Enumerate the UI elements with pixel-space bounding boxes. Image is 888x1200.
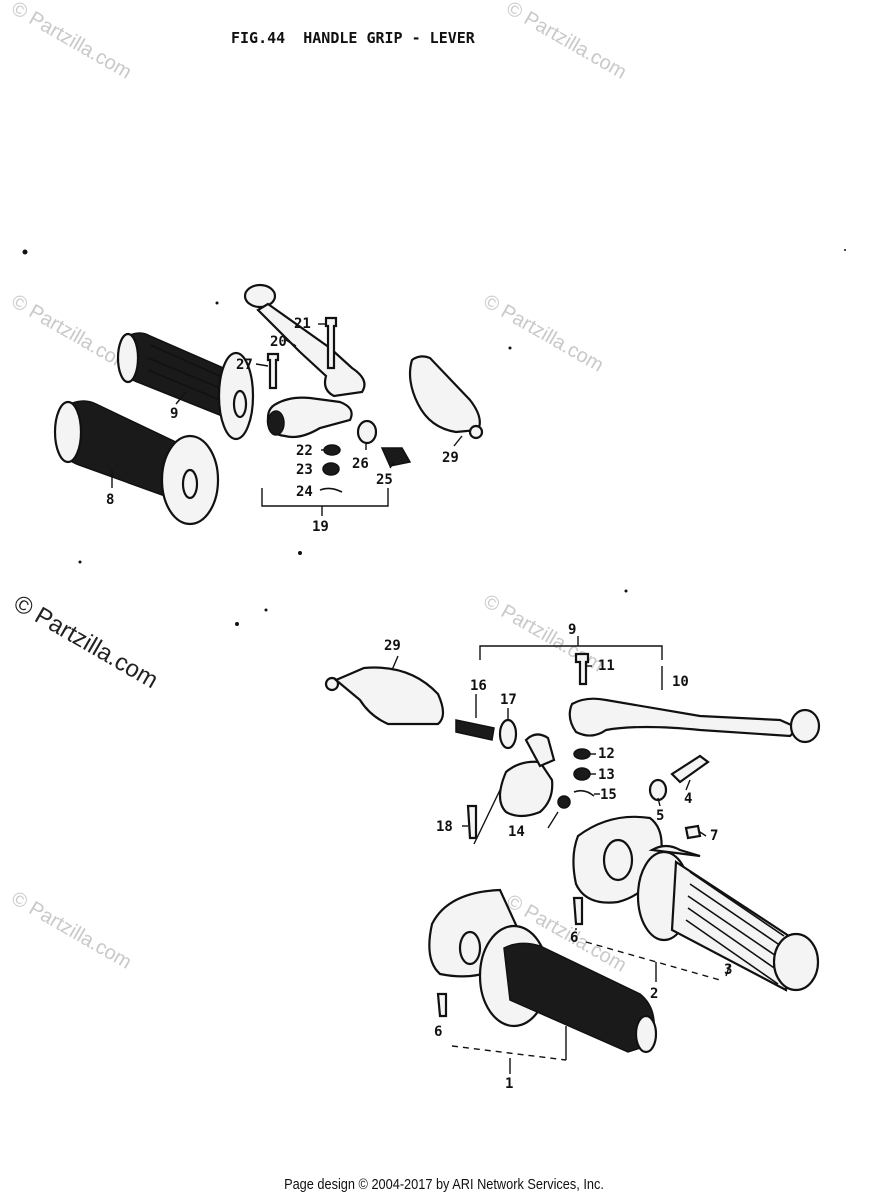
screw-6b (436, 992, 448, 1018)
screw-6a (572, 896, 584, 926)
pin-16 (573, 789, 595, 797)
callout-26: 25 (376, 472, 393, 488)
watermark-5: © Partzilla.com (480, 590, 608, 676)
bolt-12 (574, 652, 590, 686)
callout-19: 18 (436, 819, 453, 835)
lever-holder-20 (266, 396, 353, 439)
callout-16: 15 (600, 787, 617, 803)
callout-7: 7 (710, 828, 718, 844)
watermark-main: © Partzilla.com (9, 590, 163, 694)
callout-5: 5 (656, 808, 664, 824)
grip-1 (478, 924, 658, 1054)
callout-8: 8 (106, 492, 114, 508)
callout-14: 13 (598, 767, 615, 783)
washer-13 (573, 748, 591, 760)
callout-23: 22 (296, 443, 313, 459)
upper-assembly (53, 283, 484, 526)
callout-22: 21 (294, 316, 311, 332)
callout-27: 26 (352, 456, 369, 472)
cover-29-upper (408, 355, 484, 440)
callout-13: 12 (598, 746, 615, 762)
bracket-20 (261, 488, 389, 516)
callout-15: 14 (508, 824, 525, 840)
watermarks: © Partzilla.com © Partzilla.com © Partzi… (8, 0, 631, 977)
callout-29-upper: 29 (442, 450, 459, 466)
footer-copyright: Page design © 2004-2017 by ARI Network S… (284, 1176, 604, 1193)
holder-15 (498, 733, 571, 818)
callout-18: 17 (500, 692, 517, 708)
callout-12: 11 (598, 658, 615, 674)
watermark-3: © Partzilla.com (8, 290, 136, 376)
callout-2: 2 (650, 986, 658, 1002)
bolt-17 (455, 719, 495, 741)
callout-6b: 6 (434, 1024, 442, 1040)
callout-25: 24 (296, 484, 313, 500)
watermark-2: © Partzilla.com (503, 0, 631, 84)
watermark-1: © Partzilla.com (8, 0, 136, 84)
adjuster-26 (380, 447, 412, 467)
ring-27 (356, 419, 378, 445)
bolt-22 (324, 316, 338, 370)
callout-10: 9 (568, 622, 576, 638)
nut-5 (648, 778, 668, 802)
cover-29-lower (324, 666, 445, 726)
washer-18 (498, 718, 518, 750)
part-7 (684, 824, 702, 840)
leader-lines-upper (111, 323, 463, 488)
grip-9 (116, 332, 255, 441)
screw-28 (266, 352, 280, 390)
callout-4: 4 (684, 791, 692, 807)
callout-3: 3 (724, 962, 732, 978)
scan-specks (22, 249, 846, 626)
grip-3 (636, 844, 820, 992)
callout-17: 16 (470, 678, 487, 694)
figure-title: FIG.44 HANDLE GRIP - LEVER (231, 29, 476, 47)
washer-23 (323, 444, 341, 456)
callout-21: 20 (270, 334, 287, 350)
bolt-4 (670, 754, 710, 784)
lever-11 (568, 697, 821, 744)
callout-20: 19 (312, 519, 329, 535)
callout-9: 9 (170, 406, 178, 422)
watermark-6: © Partzilla.com (8, 887, 136, 973)
callout-6a: 6 (570, 930, 578, 946)
callout-11: 10 (672, 674, 689, 690)
nut-14 (573, 767, 591, 781)
lower-assembly (324, 636, 821, 1074)
callout-29-lower: 29 (384, 638, 401, 654)
callout-labels: 21 20 27 9 8 22 23 24 26 25 29 19 29 9 1… (106, 316, 732, 1092)
grip-8 (53, 400, 220, 526)
callout-24: 23 (296, 462, 313, 478)
leader-lines-lower (391, 655, 731, 1060)
watermark-4: © Partzilla.com (480, 290, 608, 376)
bracket-10 (479, 636, 663, 660)
nut-24 (322, 462, 340, 476)
callout-28: 27 (236, 357, 253, 373)
screw-19 (466, 804, 478, 840)
pin-25 (319, 487, 343, 493)
assembly-lines (451, 941, 721, 1074)
callout-1: 1 (505, 1076, 513, 1092)
lever-21 (243, 283, 366, 398)
